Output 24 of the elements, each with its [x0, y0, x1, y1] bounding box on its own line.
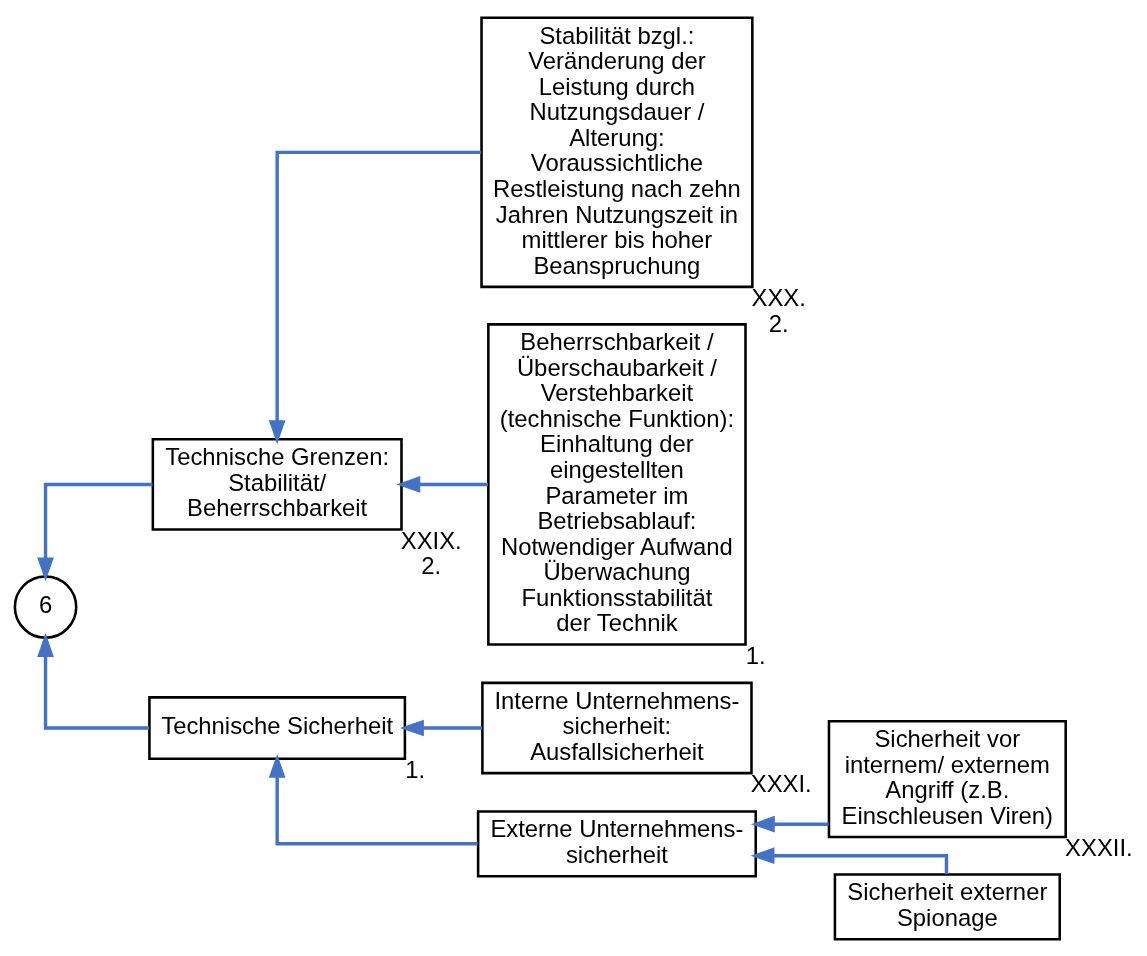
arrow — [37, 632, 150, 730]
node-box: Technische Sicherheit — [148, 695, 407, 760]
arrow — [37, 482, 153, 581]
node-box: Technische Grenzen: Stabilität/ Beherrschbarkeit — [151, 437, 403, 531]
node-box: Sicherheit vor internem/ externem Angriff (z.B. Einschleusen Viren) — [827, 719, 1067, 838]
node-box: Sicherheit externer Spionage — [833, 872, 1061, 940]
node-label: 1. — [405, 755, 426, 783]
arrow — [396, 475, 488, 493]
arrow — [399, 719, 483, 736]
node-label: XXX. — [751, 283, 806, 311]
node-box: Interne Unternehmens- sicherheit: Ausfallsicherheit — [481, 681, 753, 774]
node-circle: 6 — [13, 574, 78, 639]
node-label: XXXI. — [750, 769, 812, 797]
node-label: XXIX. — [400, 526, 462, 554]
node-label: XXXII. — [1065, 833, 1133, 861]
node-box: Stabilität bzgl.: Veränderung der Leistung durch Nutzungsdauer / Alterung: Voraussichtliche Restleistung nach zehn Jahren Nutzungszeit in mittlerer bis hoher Beanspruchung — [480, 16, 754, 288]
node-label: 2. — [768, 309, 789, 337]
node-label: 1. — [745, 641, 766, 669]
arrow — [268, 753, 478, 845]
node-box: Externe Unternehmens- sicherheit — [476, 809, 757, 877]
node-box: Beherrschbarkeit / Überschaubarkeit / Verstehbarkeit (technische Funktion): Einhaltung der eingestellten Parameter im Betriebsablauf: Notwendiger Aufwand Überwachung Funktionsstabilität der Technik — [487, 322, 747, 646]
node-label: 2. — [421, 551, 442, 579]
arrow — [268, 150, 482, 444]
arrow — [750, 815, 829, 833]
